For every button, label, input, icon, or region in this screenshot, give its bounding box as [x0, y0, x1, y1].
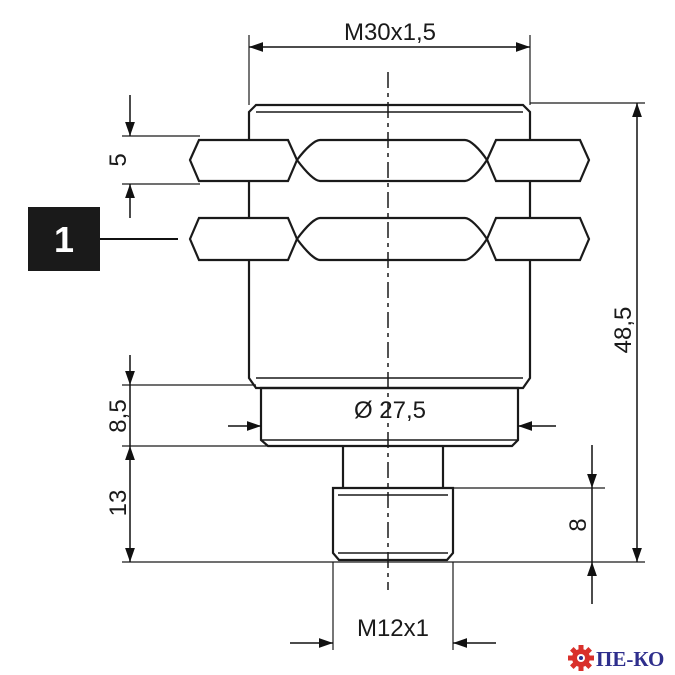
dim-total-length: 48,5	[610, 307, 637, 354]
sensor-body	[247, 103, 532, 562]
gear-icon	[568, 645, 594, 671]
dim-nut-height: 5	[105, 153, 132, 166]
company-logo: ПЕ-КО	[568, 645, 664, 671]
dim-collar-diameter: Ø 27,5	[354, 397, 426, 424]
extension-lines	[122, 35, 645, 650]
dim-connector-thread: M12x1	[357, 615, 429, 642]
lower-nut	[188, 216, 591, 262]
dim-connector-thread-length: 8	[565, 518, 592, 531]
logo-text: ПЕ-КО	[596, 647, 664, 671]
dimension-lines	[100, 42, 642, 648]
dim-thread-main: M30x1,5	[344, 19, 436, 46]
callout-number: 1	[54, 219, 74, 260]
dim-collar-height: 8,5	[105, 399, 132, 432]
callout-badge: 1	[28, 207, 100, 271]
dim-connector-length: 13	[105, 490, 132, 517]
upper-nut	[188, 138, 591, 183]
